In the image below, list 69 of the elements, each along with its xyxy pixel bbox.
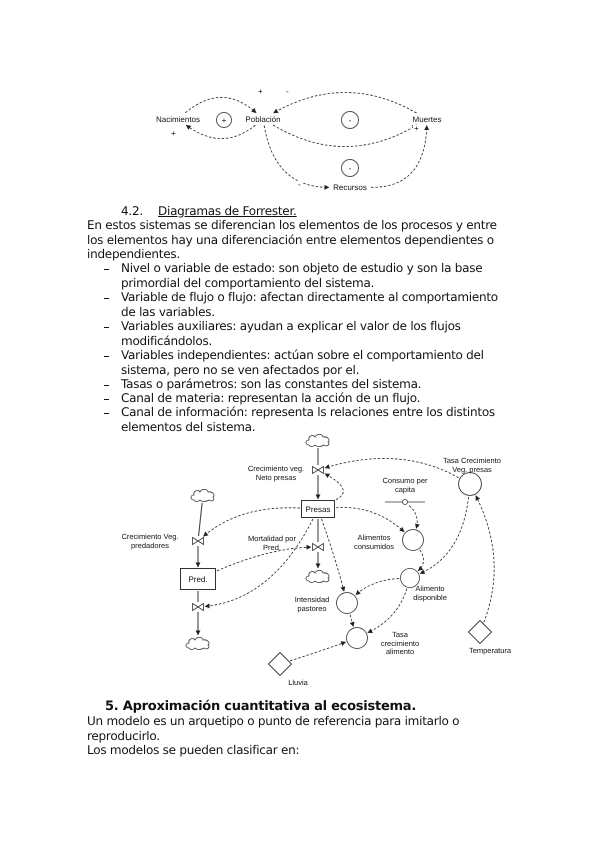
diamond-shape	[468, 620, 492, 644]
paragraph: Canal de información: representa ls relaciones entre los distintos elementos del sistema.	[121, 405, 496, 434]
stock-box: Pred.	[180, 568, 216, 590]
edge-label: +	[257, 88, 264, 96]
arrow	[204, 518, 314, 608]
flow-line	[197, 591, 199, 602]
paragraph: Tasas o parámetros: son las constantes del sistema.	[121, 377, 422, 392]
flow-arrow	[316, 475, 320, 500]
flow-line	[317, 448, 319, 465]
auxiliary-circle	[458, 472, 482, 496]
paragraph: Variable de flujo o flujo: afectan directamente al comportamiento de las variables.	[121, 290, 499, 319]
valve-symbol	[312, 543, 324, 551]
cloud-shape	[305, 569, 331, 583]
paragraph: Un modelo es un arquetipo o punto de referencia para imitarlo o reproducirlo.	[87, 714, 460, 743]
auxiliary-circle	[336, 592, 358, 614]
valve-symbol	[312, 466, 324, 474]
cloud-shape	[305, 433, 331, 447]
paragraph: Variables independientes: actúan sobre el comportamiento del sistema, pero no se ven afectados por el.	[121, 348, 485, 377]
valve-symbol	[192, 603, 204, 611]
edge-label: +	[413, 125, 420, 133]
loop-marker: -	[341, 159, 359, 177]
arrow	[408, 505, 420, 529]
cloud-shape	[185, 636, 211, 650]
arrow	[370, 125, 429, 188]
constant-symbol	[385, 499, 425, 505]
arrow	[418, 550, 424, 572]
arrow	[216, 544, 312, 572]
flow-arrow	[316, 552, 320, 568]
valve-symbol	[192, 537, 204, 545]
section-heading: 5. Aproximación cuantitativa al ecosistema.	[105, 700, 416, 714]
arrow	[321, 518, 346, 592]
paragraph: Los modelos se pueden clasificar en:	[87, 743, 300, 758]
arrow	[184, 97, 257, 114]
arrow	[475, 495, 495, 623]
arrow	[324, 473, 344, 500]
paragraph: Variables auxiliares: ayudan a explicar el valor de los flujos modificándolos.	[121, 319, 462, 348]
flow-arrow	[196, 546, 200, 568]
arrow	[336, 507, 405, 532]
arrow	[420, 496, 469, 574]
paragraph: En estos sistemas se diferencian los elementos de los procesos y entre los elementos hay una diferenciación entre elementos dependientes o independientes.	[87, 218, 497, 262]
stock-box: Presas	[301, 500, 335, 518]
arrow	[186, 124, 256, 139]
arrow	[324, 458, 460, 478]
flow-arrow	[196, 612, 200, 636]
diamond-shape	[268, 652, 292, 676]
auxiliary-circle	[346, 627, 368, 649]
loop-marker: +	[216, 112, 232, 128]
flow-line	[317, 519, 319, 542]
arrow	[355, 578, 400, 596]
flow-line	[198, 502, 203, 536]
arrow	[272, 124, 418, 147]
edge-label: +	[170, 130, 177, 138]
node-label: Recursos	[330, 182, 370, 192]
arrow	[264, 125, 330, 190]
arrow	[367, 588, 408, 634]
node-label: Nacimientos	[152, 114, 204, 124]
arrow	[350, 614, 354, 627]
arrow	[290, 641, 346, 662]
node-label: Muertes	[408, 114, 446, 124]
section-title: Diagramas de Forrester.	[158, 204, 297, 218]
loop-marker: -	[341, 111, 359, 129]
section-number: 4.2.	[121, 204, 143, 218]
auxiliary-circle	[402, 529, 424, 551]
paragraph: Canal de materia: representan la acción de un flujo.	[121, 391, 422, 406]
paragraph: Nivel o variable de estado: son objeto de estudio y son la base primordial del comportamiento del sistema.	[121, 261, 484, 290]
cloud-shape	[190, 488, 216, 502]
node-label: Población	[241, 114, 285, 124]
arrow	[203, 507, 300, 537]
arrow	[273, 92, 417, 114]
